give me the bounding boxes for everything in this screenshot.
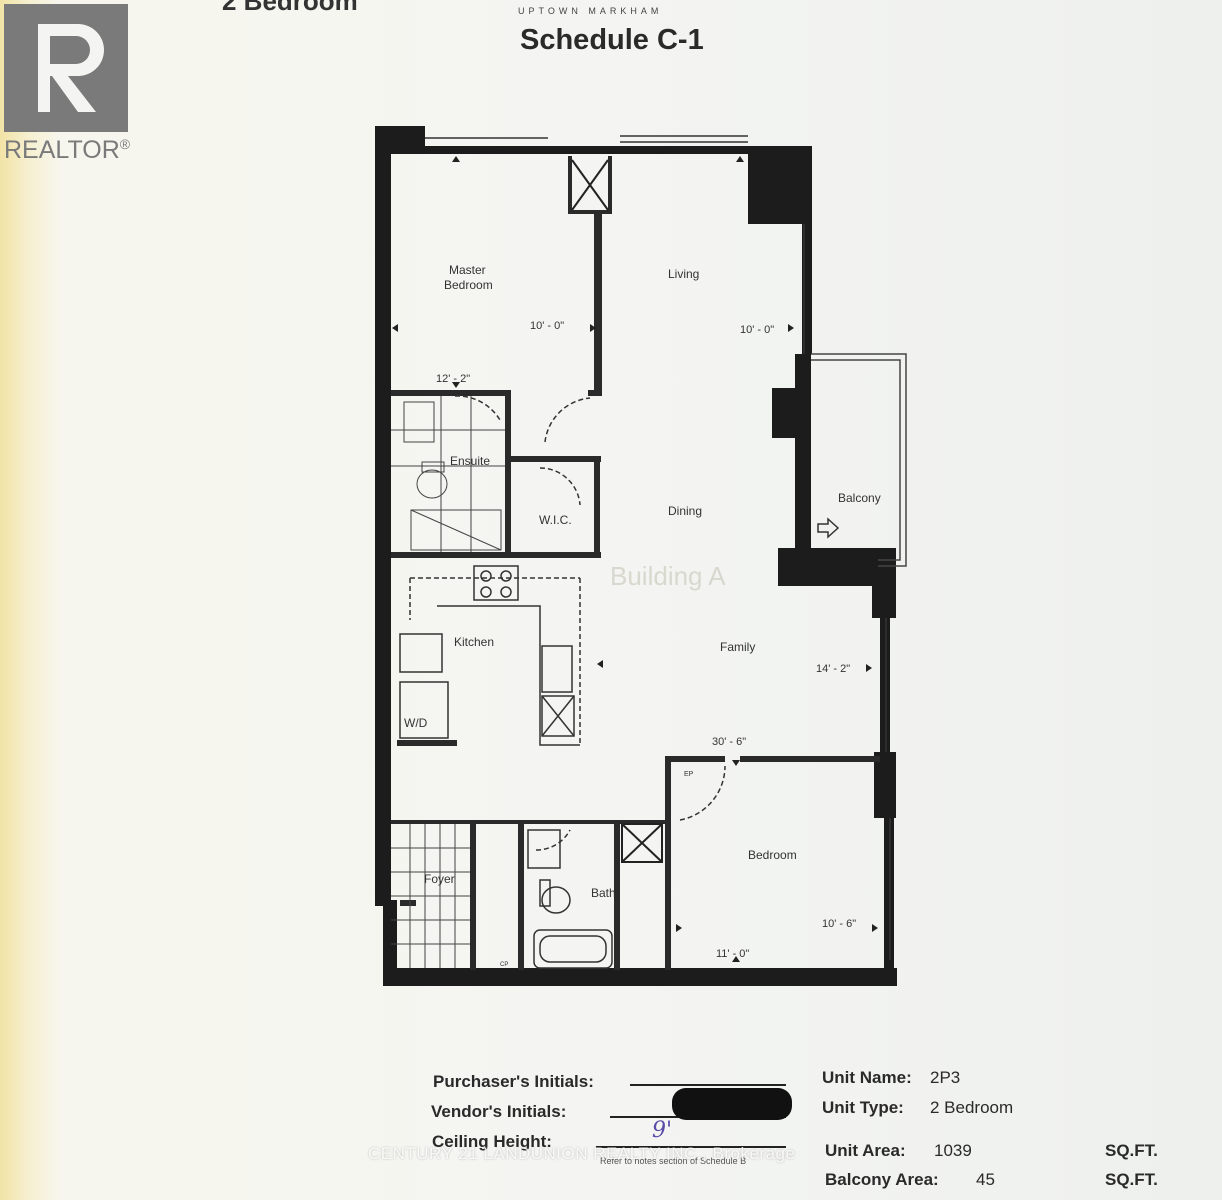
room-family: Family	[720, 640, 755, 654]
purchaser-initials-line	[630, 1084, 786, 1086]
room-foyer: Foyer	[424, 872, 455, 886]
dim-family-width: 14' - 2"	[816, 663, 850, 675]
dim-total-depth: 30' - 6"	[712, 736, 746, 748]
room-kitchen: Kitchen	[454, 635, 494, 649]
dimension-ticks	[392, 156, 878, 962]
foyer-tiles	[391, 824, 470, 968]
room-bath: Bath	[591, 886, 616, 900]
unit-name-value: 2P3	[930, 1068, 961, 1087]
room-living: Living	[668, 267, 699, 281]
room-dining: Dining	[668, 504, 702, 518]
ceiling-height-handwritten: 9'	[652, 1118, 673, 1143]
refer-note: Refer to notes section of Schedule B	[600, 1156, 747, 1166]
faint-building-text: Building A	[610, 561, 726, 591]
unit-name-label: Unit Name:	[822, 1068, 912, 1087]
project-name: UPTOWN MARKHAM	[518, 6, 663, 16]
room-master-bedroom-line1: Master	[449, 263, 486, 277]
dim-bedroom-width: 11' - 0"	[716, 948, 749, 960]
brokerage-watermark: CENTURY 21 LANDUNION REALTY INC., Broker…	[368, 1144, 796, 1163]
room-bedroom: Bedroom	[748, 848, 797, 862]
interior-walls	[391, 156, 880, 970]
room-ensuite: Ensuite	[450, 454, 490, 468]
balcony-area-unit: SQ.FT.	[1105, 1170, 1158, 1189]
redacted-initials	[672, 1088, 792, 1120]
realtor-logo: REALTOR®	[0, 0, 142, 168]
dim-bedroom-depth: 10' - 6"	[822, 918, 856, 930]
exterior-walls	[375, 126, 897, 986]
dim-master-depth: 10' - 0"	[530, 320, 564, 332]
duct-shafts	[571, 159, 663, 863]
bath-fixtures	[527, 829, 613, 969]
ceiling-height-line	[596, 1146, 786, 1148]
unit-area-label: Unit Area:	[825, 1141, 906, 1160]
room-wic: W.I.C.	[539, 513, 572, 527]
top-heading: 2 Bedroom	[222, 0, 358, 16]
realtor-logo-text: REALTOR	[4, 136, 120, 164]
balcony-area-value: 45	[976, 1170, 995, 1189]
room-wd: W/D	[404, 716, 428, 730]
ensuite-fixtures	[391, 396, 505, 552]
registered-mark: ®	[119, 136, 131, 152]
realtor-r-logo-icon	[4, 4, 128, 132]
door-swings	[409, 395, 726, 851]
ceiling-height-label: Ceiling Height:	[432, 1132, 552, 1151]
unit-type-label: Unit Type:	[822, 1098, 904, 1117]
vendor-initials-label: Vendor's Initials:	[431, 1102, 567, 1121]
room-master-bedroom-line2: Bedroom	[444, 278, 493, 292]
room-balcony: Balcony	[838, 491, 881, 505]
dim-master-width: 12' - 2"	[436, 373, 470, 385]
balcony-arrow-icon	[817, 517, 840, 539]
kitchen-fixtures	[399, 565, 580, 746]
schedule-title: Schedule C-1	[520, 24, 704, 56]
unit-area-value: 1039	[934, 1141, 972, 1160]
top-windows	[425, 135, 891, 960]
purchaser-initials-label: Purchaser's Initials:	[433, 1072, 594, 1091]
floor-plan: Building A	[375, 126, 907, 986]
mark-ep: EP	[684, 771, 694, 778]
mark-cp: CP	[500, 962, 508, 968]
unit-type-value: 2 Bedroom	[930, 1098, 1014, 1117]
unit-area-unit: SQ.FT.	[1105, 1141, 1158, 1160]
balcony-outline	[811, 353, 907, 567]
balcony-area-label: Balcony Area:	[825, 1170, 939, 1189]
dim-living-depth: 10' - 0"	[740, 324, 774, 336]
